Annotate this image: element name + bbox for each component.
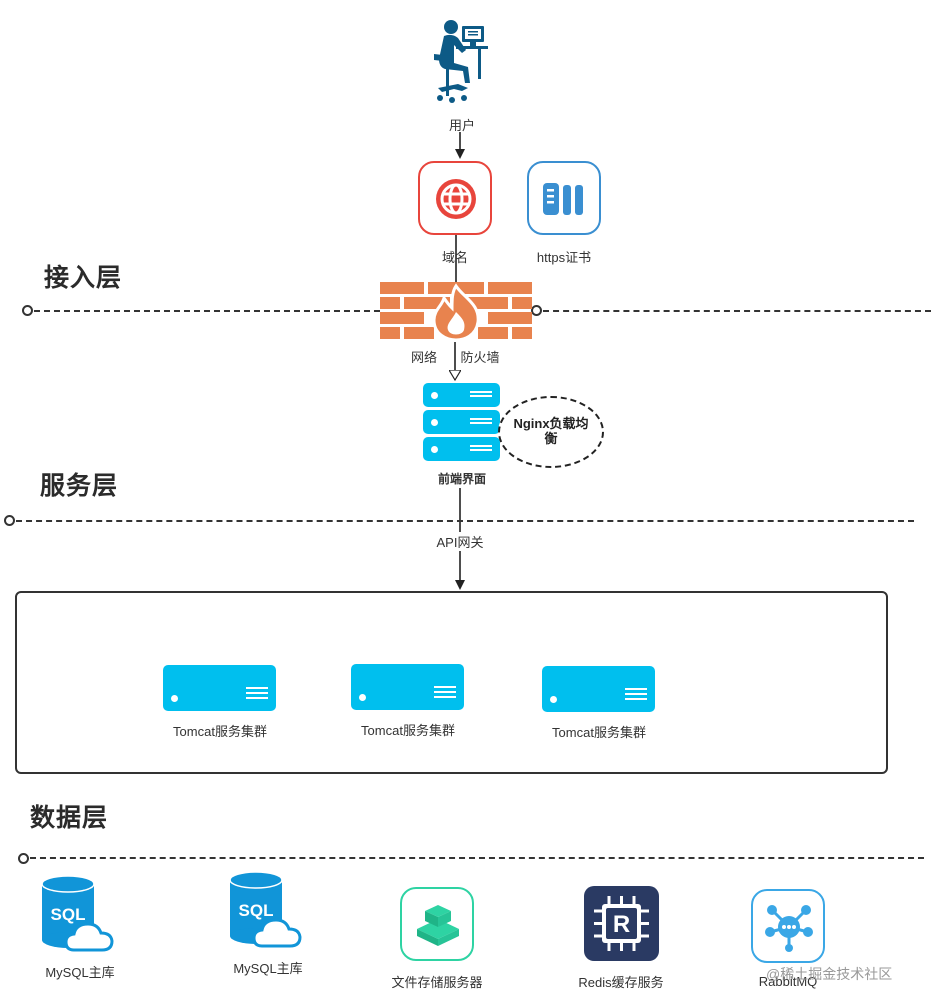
mysql-label-1: MySQL主库: [45, 965, 115, 980]
redis-tile[interactable]: R: [584, 886, 659, 961]
separator-endpoint: [22, 305, 33, 316]
file-storage-label: 文件存储服务器: [391, 975, 483, 990]
firewall-icon: [380, 282, 532, 340]
domain-tile[interactable]: [418, 161, 492, 235]
frontend-label: 前端界面: [437, 472, 486, 486]
tomcat-cluster-container: [15, 591, 888, 774]
globe-icon: [436, 179, 476, 219]
separator-data: [30, 857, 924, 859]
server-unit: [423, 437, 500, 461]
message-hub-icon: [765, 905, 813, 952]
frontend-server-stack[interactable]: [423, 383, 500, 462]
api-gateway-label: API网关: [430, 532, 490, 551]
user-label: 用户: [448, 118, 475, 133]
server-unit: [423, 410, 500, 434]
rabbitmq-label: RabbitMQ: [758, 974, 818, 989]
firewall-label: 防火墙: [460, 350, 500, 365]
separator-endpoint: [531, 305, 542, 316]
redis-label: Redis缓存服务: [578, 975, 664, 990]
layer-title-data: 数据层: [30, 804, 109, 832]
mysql-database-icon[interactable]: SQL: [228, 872, 310, 952]
user-computer-icon: [434, 20, 488, 103]
layer-title-access: 接入层: [44, 264, 123, 292]
tomcat-label-1: Tomcat服务集群: [173, 724, 267, 739]
domain-label: 域名: [441, 250, 468, 265]
sql-badge: SQL: [51, 905, 86, 924]
storage-layers-icon: [417, 905, 459, 946]
tomcat-server-2[interactable]: [351, 664, 464, 710]
redis-badge: R: [613, 911, 630, 938]
mysql-label-2: MySQL主库: [233, 961, 303, 976]
separator-access-left: [34, 310, 380, 312]
tomcat-server-3[interactable]: [542, 666, 655, 712]
tomcat-server-1[interactable]: [163, 665, 276, 711]
nginx-load-balancer[interactable]: Nginx负载均衡: [498, 396, 604, 468]
sql-badge: SQL: [239, 901, 274, 920]
layer-title-service: 服务层: [40, 472, 119, 500]
certificate-icon: [543, 183, 583, 215]
tomcat-label-2: Tomcat服务集群: [361, 723, 455, 738]
https-cert-label: https证书: [536, 250, 592, 265]
separator-service: [16, 520, 914, 522]
https-cert-tile[interactable]: [527, 161, 601, 235]
separator-access-right: [543, 310, 931, 312]
tomcat-label-3: Tomcat服务集群: [552, 725, 646, 740]
redis-chip-icon: R: [594, 896, 649, 951]
network-label: 网络: [410, 350, 437, 365]
separator-endpoint: [18, 853, 29, 864]
server-unit: [423, 383, 500, 407]
watermark: @稀土掘金技术社区: [766, 966, 893, 982]
rabbitmq-tile[interactable]: [751, 889, 825, 963]
file-storage-tile[interactable]: [400, 887, 474, 961]
separator-endpoint: [4, 515, 15, 526]
nginx-label: Nginx负载均衡: [513, 416, 589, 446]
mysql-database-icon[interactable]: SQL: [40, 876, 122, 956]
